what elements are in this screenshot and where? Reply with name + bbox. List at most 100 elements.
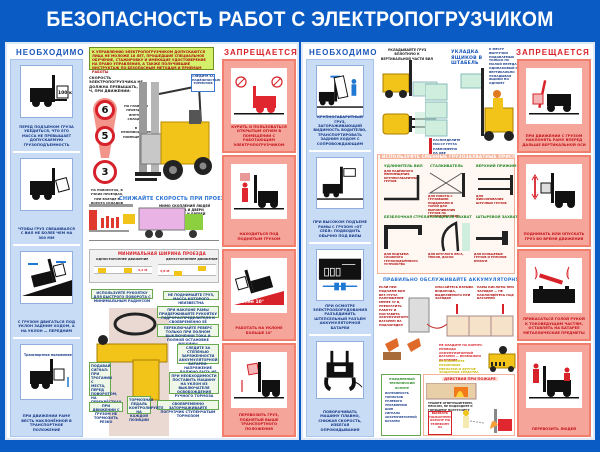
right-sheet: НЕОБХОДИМО ЗАПРЕЩАЕТСЯ Крупногабаритный … [301,42,595,440]
card-caption: С грузом двигаться под уклон задним ходо… [17,319,76,333]
control-note: При наклоне рамы придерживайте рукоятку … [157,306,219,328]
attachment-illustrations-row2 [384,221,508,252]
battery-gloves-illustration [381,334,431,360]
battery-left-note: Если при подъеме вил без груза напряжени… [379,285,414,327]
forklift-slope-icon [20,251,73,304]
tech-check-item: Шин [385,407,394,411]
speed-signs-column: 6 5 3 [91,96,119,186]
forklift-lower-load-icon [20,158,73,211]
forbidden-column: При движении с грузом наклонять раму впе… [517,59,591,437]
attachment-desc: Для подъема сложного грузоподъёмного уст… [384,252,418,267]
necessary-card: При осмотре электрооборудования разъедин… [309,244,371,336]
necessary-card: С грузом двигаться под уклон задним ходо… [13,246,80,339]
reduce-speed-title: Снижайте скорость при проезде: [119,196,236,202]
attachment-name: Штыревой захват [476,215,518,219]
tech-check-list: Исправность тормозов Рулевого управления… [385,391,419,423]
control-note: Не поднимайте груз, масса которого неизв… [163,291,219,305]
left-sheet: НЕОБХОДИМО ЗАПРЕЩАЕТСЯ 100 кг Перед подъ… [5,42,299,440]
battery-illustration [407,294,517,344]
forbidden-card: Перевозить груз, поднятый выше транспорт… [222,343,296,437]
attachment-name: Сталкиватель [430,164,463,168]
one-way-width: 3,2 м [138,268,148,272]
speed-note: На поворотах, в узких проездах, при въез… [90,188,124,206]
forbidden-header: ЗАПРЕЩАЕТСЯ [224,48,298,57]
tech-check-box: Ежедневный технический осмотр Исправност… [381,374,421,436]
necessary-card: Крупногабаритный груз, загораживающий ви… [309,60,371,152]
forklift-front-view-icon [316,341,364,399]
control-note: При необходимости поставить машину на ук… [169,372,219,398]
control-note: Подавай сигнал: при трогании с места, пе… [89,362,121,404]
tech-check-item: Рулевого управления [385,399,407,407]
tech-check-item: Аккумуляторной батареи [385,415,417,423]
stacking-scene [424,68,515,148]
place-load-label: Укладывайте груз вплотную к вертикальной… [380,48,434,61]
svg-text:Более 10°: Более 10° [238,299,264,305]
card-caption: Перевозить груз, поднятый выше транспорт… [239,413,279,431]
one-way-label: Одностороннее движение [96,257,149,261]
tech-check-item: Сигнала [385,411,401,415]
person-under-load-icon [231,164,287,219]
attachment-name: Клещевой захват [430,215,472,219]
card-caption: При движении раму весть наклонённой в тр… [21,414,72,432]
attachment-desc: Для кольцевых грузов и рулонов бумаги [474,252,507,263]
forklift-high-load-icon [316,157,364,210]
plug-disconnect-icon [316,249,364,302]
forklift-illustration [135,74,217,192]
svg-text:Транспортное положение: Транспортное положение [24,353,72,357]
card-caption: Работать на уклоне больше 10° [235,326,283,335]
card-caption: При движении с грузом наклонять раму впе… [522,133,586,147]
battery-touch-icon [526,258,582,313]
control-note: Используйте рукоятку для быстрого поворо… [91,289,153,303]
necessary-card: При высоком подъеме рамы с грузом «от се… [309,152,371,244]
control-note: Своевременно затормаживайте погрузчик ст… [157,400,219,418]
forklift-transport-position-icon: Транспортное положение [20,344,73,401]
truck-loading-scene [89,204,219,246]
card-caption: Перед подъемом груза убедиться, что его … [19,124,74,147]
forbidden-card: Поднимать или опускать груз во время дви… [517,155,591,247]
forbidden-card: Перевозить людей [517,343,591,437]
fire-title: Действия при пожаре [442,377,498,382]
stacking-rules: К месту выгрузки подаваемых только на ма… [489,47,523,86]
necessary-card: Поворачивать машину плавно, снижая скоро… [309,336,371,436]
attachment-name: Безблочная стрела [384,215,430,219]
battery-mid-note: Опасайтесь взрыва водорода, выделяемого … [435,285,474,301]
lift-lower-moving-icon [526,164,582,219]
card-caption: Чтобы груз свешивался с вил не более чем… [18,226,75,240]
fire-call-box: Вызвать пожарную охрану по телефону 01 [428,411,452,435]
stacking-rule: К месту выгрузки подаваемых только на ма… [489,47,522,67]
one-way-road: 3,2 м [94,266,152,274]
card-caption: Поднимать или опускать груз во время дви… [523,232,585,241]
necessary-card: Транспортное положение При движении раму… [13,339,80,436]
forklift-tall-load-icon [316,65,364,118]
tech-check-title: Ежедневный технический осмотр [389,377,415,390]
speed-note: По главным проездам внутри складов [124,104,148,122]
two-way-road: 3,8 м [158,264,216,276]
necessary-card: 100 кг Перед подъемом груза убедиться, ч… [13,60,80,153]
card-caption: Курить и пользоваться открытым огнем в п… [231,124,287,147]
control-note: Тормозная педаль контролируйте на каждой… [127,396,164,422]
two-way-width: 3,8 м [160,269,170,273]
page-title: БЕЗОПАСНОСТЬ РАБОТ С ЭЛЕКТРОПОГРУЗЧИКОМ [46,8,554,31]
forbidden-card: Находиться под поднятым грузом [222,155,296,247]
carry-people-icon [526,352,582,408]
top-warning: К управлению электропогрузчиком допускаю… [89,47,214,74]
speed-title: Скорость электропогрузчика не должна пре… [89,76,148,94]
forbidden-card: Прикасаться голой рукой к токоведущим ча… [517,249,591,341]
protective-note: Используйте резиновые перчатки и другие … [439,359,479,375]
attachments-title: Используйте сменные грузозахватные присп… [380,154,550,159]
forbidden-header: ЗАПРЕЩАЕТСЯ [516,48,590,57]
stacking-rule: Укладывая ящики по одному [489,73,512,86]
speed-sign-3: 3 [93,160,117,184]
necessary-header: НЕОБХОДИМО [309,48,378,57]
yellow-forklift-icon [487,344,517,372]
min-width-panel: Минимальная ширина проезда Одностороннее… [89,249,219,283]
forbidden-column: Курить и пользоваться открытым огнем в п… [222,59,296,437]
attachment-desc: Для работы с грузовыми поддонами и тарой… [428,194,460,219]
attachment-desc: Для круглого леса, тюков, досок [428,252,464,260]
attachment-desc: Для фиксирования штучных грузов [476,194,507,205]
slope-over-10-icon: Более 10° [231,258,287,313]
forbidden-card: При движении с грузом наклонять раму впе… [517,59,591,153]
tech-check-item: Исправность тормозов [385,391,409,399]
card-caption: Прикасаться голой рукой к токоведущим ча… [523,317,585,335]
necessary-column: Крупногабаритный груз, загораживающий ви… [306,59,374,437]
